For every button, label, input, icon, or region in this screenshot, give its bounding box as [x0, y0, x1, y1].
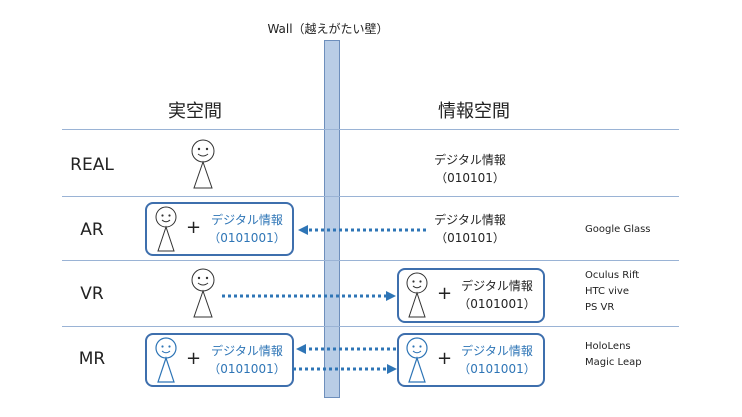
person-icon: [191, 139, 215, 189]
ar-overlay-info: デジタル情報 （0101001）: [204, 211, 290, 247]
info-value: （0101001）: [458, 297, 536, 311]
plus-sign: +: [186, 217, 202, 238]
info-value: （010101）: [435, 171, 505, 185]
arrow-left-icon: [296, 344, 396, 354]
person-icon: [406, 272, 428, 318]
info-space-heading: 情報空間: [438, 101, 510, 122]
info-label: デジタル情報: [434, 213, 506, 227]
divider-line: [62, 129, 679, 130]
mr-device-list: HoloLens Magic Leap: [585, 339, 642, 371]
arrow-right-icon: [222, 291, 396, 301]
person-icon: [155, 206, 177, 252]
real-digital-info: デジタル情報 （010101）: [420, 151, 520, 187]
plus-sign: +: [186, 348, 202, 369]
mr-right-info: デジタル情報 （0101001）: [454, 342, 540, 378]
arrow-left-icon: [298, 225, 426, 235]
info-label: デジタル情報: [434, 153, 506, 167]
row-label-ar: AR: [80, 220, 104, 240]
row-label-real: REAL: [70, 155, 114, 175]
divider-line: [62, 260, 679, 261]
device-name: Oculus Rift: [585, 270, 640, 281]
real-space-heading: 実空間: [168, 101, 222, 122]
info-label: デジタル情報: [211, 344, 283, 358]
info-value: （010101）: [435, 231, 505, 245]
info-value: （0101001）: [458, 362, 536, 376]
device-name: Magic Leap: [585, 357, 642, 368]
vr-device-list: Oculus Rift HTC vive PS VR: [585, 268, 639, 316]
device-name: HTC vive: [585, 286, 629, 297]
device-name: HoloLens: [585, 341, 631, 352]
person-icon: [155, 337, 177, 383]
device-name: PS VR: [585, 302, 615, 313]
arrow-right-icon: [293, 364, 397, 374]
plus-sign: +: [437, 348, 453, 369]
row-label-vr: VR: [80, 284, 104, 304]
person-icon: [191, 268, 215, 318]
mr-left-info: デジタル情報 （0101001）: [204, 342, 290, 378]
info-value: （0101001）: [208, 231, 286, 245]
device-name: Google Glass: [585, 224, 651, 235]
plus-sign: +: [437, 283, 453, 304]
divider-line: [62, 196, 679, 197]
divider-line: [62, 326, 679, 327]
info-value: （0101001）: [208, 362, 286, 376]
row-label-mr: MR: [78, 349, 106, 369]
wall-label: Wall（越えがたい壁）: [267, 22, 389, 36]
info-label: デジタル情報: [461, 344, 533, 358]
info-label: デジタル情報: [211, 213, 283, 227]
ar-digital-info: デジタル情報 （010101）: [420, 211, 520, 247]
ar-device-list: Google Glass: [585, 222, 651, 238]
vr-overlay-info: デジタル情報 （0101001）: [454, 277, 540, 313]
info-label: デジタル情報: [461, 279, 533, 293]
person-icon: [406, 337, 428, 383]
